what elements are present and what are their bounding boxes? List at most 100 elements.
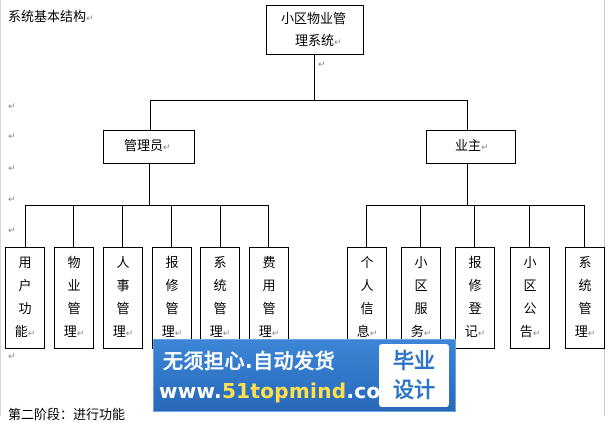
leaf-char: 个: [360, 256, 374, 271]
admin-leaf-box: 费用管理↵: [249, 247, 289, 349]
watermark-brand-line2: 设计: [393, 378, 435, 402]
admin-leaf-box: 报修管理↵: [152, 247, 192, 349]
watermark-url: www.51topmind.com: [159, 379, 402, 403]
connector: [220, 205, 221, 247]
leaf-char: 息↵: [356, 325, 378, 340]
leaf-char: 信: [360, 302, 374, 317]
leaf-char: 户: [18, 279, 32, 294]
connector: [474, 205, 475, 247]
connector: [529, 205, 530, 247]
owner-leaf-box: 小区服务↵: [401, 247, 441, 349]
connector: [149, 164, 150, 206]
paragraph-mark: ↵: [8, 164, 16, 174]
connector: [584, 205, 585, 247]
watermark-slogan: 无须担心.自动发货: [163, 349, 336, 373]
owner-leaf-label: 报修登记↵: [456, 252, 494, 344]
leaf-char: 小: [523, 256, 537, 271]
paragraph-mark: ↵: [8, 102, 16, 112]
admin-leaf-box: 物业管理↵: [54, 247, 94, 349]
admin-leaf-box: 系统管理↵: [200, 247, 240, 349]
leaf-char: 管: [165, 302, 179, 317]
leaf-char: 报: [468, 256, 482, 271]
paragraph-mark: ↵: [8, 226, 16, 236]
leaf-char: 记↵: [464, 325, 486, 340]
root-node-box: 小区物业管 理系统↵: [266, 5, 364, 55]
admin-leaf-box: 人事管理↵: [103, 247, 143, 349]
leaf-char: 理↵: [63, 325, 85, 340]
connector: [73, 205, 74, 247]
owner-leaf-box: 系统管理↵: [565, 247, 605, 349]
leaf-char: 区: [523, 279, 537, 294]
connector: [420, 205, 421, 247]
connector: [122, 205, 123, 247]
page-edge-left: [0, 0, 1, 416]
admin-leaf-label: 费用管理↵: [250, 252, 288, 344]
admin-leaf-label: 用户功能↵: [6, 252, 44, 344]
leaf-char: 系: [578, 256, 592, 271]
leaf-char: 告↵: [519, 325, 541, 340]
owner-leaf-label: 小区服务↵: [402, 252, 440, 344]
leaf-char: 理↵: [574, 325, 596, 340]
leaf-char: 报: [165, 256, 179, 271]
leaf-char: 修: [468, 279, 482, 294]
leaf-char: 系: [213, 256, 227, 271]
admin-leaf-label: 人事管理↵: [104, 252, 142, 344]
leaf-char: 人: [116, 256, 130, 271]
leaf-char: 理↵: [112, 325, 134, 340]
connector: [314, 55, 315, 101]
leaf-char: 用: [18, 256, 32, 271]
connector: [150, 100, 468, 101]
owner-leaf-label: 个人信息↵: [348, 252, 386, 344]
admin-node-box: 管理员↵: [103, 130, 195, 164]
connector: [467, 164, 468, 206]
admin-leaf-label: 系统管理↵: [201, 252, 239, 344]
connector: [171, 205, 172, 247]
leaf-char: 小: [414, 256, 428, 271]
admin-leaf-label: 物业管理↵: [55, 252, 93, 344]
leaf-char: 管: [116, 302, 130, 317]
leaf-char: 登: [468, 302, 482, 317]
owner-leaf-label: 小区公告↵: [511, 252, 549, 344]
leaf-char: 理↵: [161, 325, 183, 340]
leaf-char: 能↵: [14, 325, 36, 340]
leaf-char: 理↵: [258, 325, 280, 340]
leaf-char: 费: [262, 256, 276, 271]
paragraph-mark: ↵: [8, 132, 16, 142]
leaf-char: 管: [67, 302, 81, 317]
connector: [150, 100, 151, 130]
paragraph-mark: ↵: [8, 352, 16, 362]
admin-node-label: 管理员↵: [124, 139, 171, 154]
connector: [467, 100, 468, 130]
leaf-char: 服: [414, 302, 428, 317]
owner-leaf-box: 个人信息↵: [347, 247, 387, 349]
owner-leaf-box: 报修登记↵: [455, 247, 495, 349]
leaf-char: 管: [578, 302, 592, 317]
leaf-char: 功: [18, 302, 32, 317]
leaf-char: 理↵: [209, 325, 231, 340]
root-node-line1: 小区物业管: [281, 12, 347, 27]
connector: [25, 205, 269, 206]
owner-leaf-box: 小区公告↵: [510, 247, 550, 349]
paragraph-mark: ↵: [318, 60, 326, 70]
leaf-char: 统: [213, 279, 227, 294]
leaf-char: 物: [67, 256, 81, 271]
leaf-char: 人: [360, 279, 374, 294]
watermark-text-area: 无须担心.自动发货 www.51topmind.com: [153, 339, 401, 412]
leaf-char: 管: [213, 302, 227, 317]
leaf-char: 务↵: [410, 325, 432, 340]
owner-leaf-label: 系统管理↵: [566, 252, 604, 344]
admin-leaf-box: 用户功能↵: [5, 247, 45, 349]
leaf-char: 管: [262, 302, 276, 317]
leaf-char: 业: [67, 279, 81, 294]
paragraph-mark: ↵: [86, 14, 94, 24]
leaf-char: 修: [165, 279, 179, 294]
paragraph-mark: ↵: [8, 195, 16, 205]
connector: [366, 205, 367, 247]
connector: [366, 205, 585, 206]
leaf-char: 用: [262, 279, 276, 294]
connector: [25, 205, 26, 247]
watermark-brand-line1: 毕业: [393, 349, 435, 373]
admin-leaf-label: 报修管理↵: [153, 252, 191, 344]
owner-node-box: 业主↵: [426, 130, 516, 164]
leaf-char: 事: [116, 279, 130, 294]
